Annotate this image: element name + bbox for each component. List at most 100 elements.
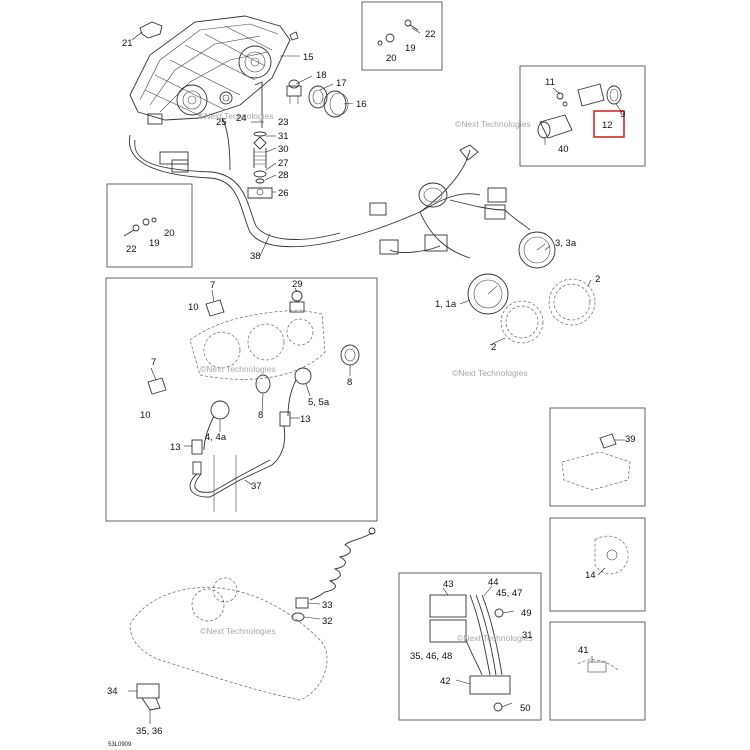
label-8-right: 8 bbox=[347, 377, 352, 388]
indicator-5 bbox=[287, 367, 312, 417]
headlamp-assembly bbox=[129, 15, 299, 125]
label-24: 24 bbox=[236, 113, 247, 124]
label-21: 21 bbox=[122, 38, 133, 49]
label-42: 42 bbox=[440, 676, 451, 687]
label-13-right: 13 bbox=[300, 414, 311, 425]
bezel-2-lower bbox=[500, 300, 544, 344]
bezel-2-right bbox=[548, 278, 596, 326]
label-22-left: 22 bbox=[126, 244, 137, 255]
connector-41 bbox=[577, 659, 619, 673]
highlight-box bbox=[593, 110, 625, 138]
label-5-5a: 5, 5a bbox=[308, 397, 330, 408]
label-32: 32 bbox=[322, 616, 333, 627]
inset-box-relay-harness bbox=[398, 572, 542, 721]
part-labels: 21 22 19 20 15 18 17 16 25 24 23 31 30 2… bbox=[107, 29, 636, 737]
label-49: 49 bbox=[521, 608, 532, 619]
nut-19-top bbox=[377, 33, 395, 46]
label-10-left: 10 bbox=[140, 410, 151, 421]
label-26: 26 bbox=[278, 188, 289, 199]
label-7-top: 7 bbox=[210, 280, 215, 291]
coil-cord bbox=[309, 527, 376, 601]
label-28: 28 bbox=[278, 170, 289, 181]
bulb-socket-18 bbox=[286, 79, 302, 104]
label-14: 14 bbox=[585, 570, 596, 581]
label-12: 12 bbox=[602, 120, 613, 131]
label-19-top: 19 bbox=[405, 43, 416, 54]
screw-11 bbox=[556, 92, 568, 107]
label-10-top: 10 bbox=[188, 302, 199, 313]
label-8-center: 8 bbox=[258, 410, 263, 421]
label-44: 44 bbox=[488, 577, 499, 588]
harness-37 bbox=[189, 425, 286, 512]
switch-29 bbox=[289, 290, 305, 313]
inset-box-fuse-holder bbox=[549, 407, 646, 507]
inset-box-screws-left bbox=[106, 183, 193, 268]
label-35-36: 35, 36 bbox=[136, 726, 162, 737]
label-50: 50 bbox=[520, 703, 531, 714]
watermarks: ©Next Technologies ©Next Technologies ©N… bbox=[198, 111, 533, 643]
fuse-block-39 bbox=[561, 433, 631, 491]
label-41: 41 bbox=[578, 645, 589, 656]
label-37: 37 bbox=[251, 481, 262, 492]
inset-box-ambient-sensor bbox=[519, 65, 646, 167]
label-38: 38 bbox=[250, 251, 261, 262]
label-31: 31 bbox=[278, 131, 289, 142]
clip-7-left bbox=[147, 377, 167, 395]
gauge-3 bbox=[518, 231, 556, 269]
connector-33 bbox=[295, 597, 309, 609]
label-34: 34 bbox=[107, 686, 118, 697]
ring-12 bbox=[606, 85, 622, 105]
label-1-1a: 1, 1a bbox=[435, 299, 457, 310]
bracket-9 bbox=[577, 83, 605, 107]
watermark-1: ©Next Technologies bbox=[198, 111, 274, 121]
screw-22-left bbox=[123, 217, 157, 237]
clip-21 bbox=[139, 21, 163, 39]
label-23: 23 bbox=[278, 117, 289, 128]
indicator-4 bbox=[203, 400, 230, 451]
sensor-40 bbox=[537, 114, 573, 139]
label-33: 33 bbox=[322, 600, 333, 611]
label-7-left: 7 bbox=[151, 357, 156, 368]
connector-13-right bbox=[279, 411, 291, 427]
grommet-25 bbox=[219, 91, 233, 105]
label-4-4a: 4, 4a bbox=[205, 432, 227, 443]
inset-box-horn bbox=[549, 517, 646, 612]
label-22-top: 22 bbox=[425, 29, 436, 40]
headlamp-adjuster-stack bbox=[247, 81, 273, 199]
watermark-6: ©Next Technologies bbox=[457, 633, 533, 643]
label-2-right: 2 bbox=[595, 274, 600, 285]
screw-22-top bbox=[404, 19, 419, 31]
drawing-code: 53L0909 bbox=[108, 742, 132, 748]
label-20-left: 20 bbox=[164, 228, 175, 239]
label-45-47: 45, 47 bbox=[496, 588, 522, 599]
label-39: 39 bbox=[625, 434, 636, 445]
label-19-left: 19 bbox=[149, 238, 160, 249]
gauge-1 bbox=[467, 273, 509, 315]
grommet-32 bbox=[291, 612, 305, 622]
ring-8-right bbox=[340, 344, 360, 366]
label-16: 16 bbox=[356, 99, 367, 110]
inset-box-connector bbox=[549, 621, 646, 721]
horn-14 bbox=[594, 535, 629, 575]
label-43: 43 bbox=[443, 579, 454, 590]
windshield-panel bbox=[129, 577, 328, 701]
watermark-3: ©Next Technologies bbox=[200, 364, 276, 374]
label-3-3a: 3, 3a bbox=[555, 238, 577, 249]
label-31-relay: 31 bbox=[522, 630, 533, 641]
label-2-lower: 2 bbox=[491, 342, 496, 353]
label-30: 30 bbox=[278, 144, 289, 155]
inset-box-gauge-panel bbox=[105, 277, 378, 522]
harness-42 bbox=[465, 594, 511, 695]
ring-8-center bbox=[255, 374, 271, 394]
connector-13-left bbox=[191, 439, 203, 475]
label-11: 11 bbox=[545, 77, 555, 88]
label-27: 27 bbox=[278, 158, 289, 169]
nut-50 bbox=[493, 702, 503, 712]
clip-7-top bbox=[205, 299, 225, 317]
label-9: 9 bbox=[620, 109, 625, 120]
watermark-4: ©Next Technologies bbox=[452, 368, 528, 378]
label-29: 29 bbox=[292, 279, 303, 290]
wiring-harness-38 bbox=[128, 117, 531, 259]
inset-box-screws-top bbox=[361, 1, 443, 71]
